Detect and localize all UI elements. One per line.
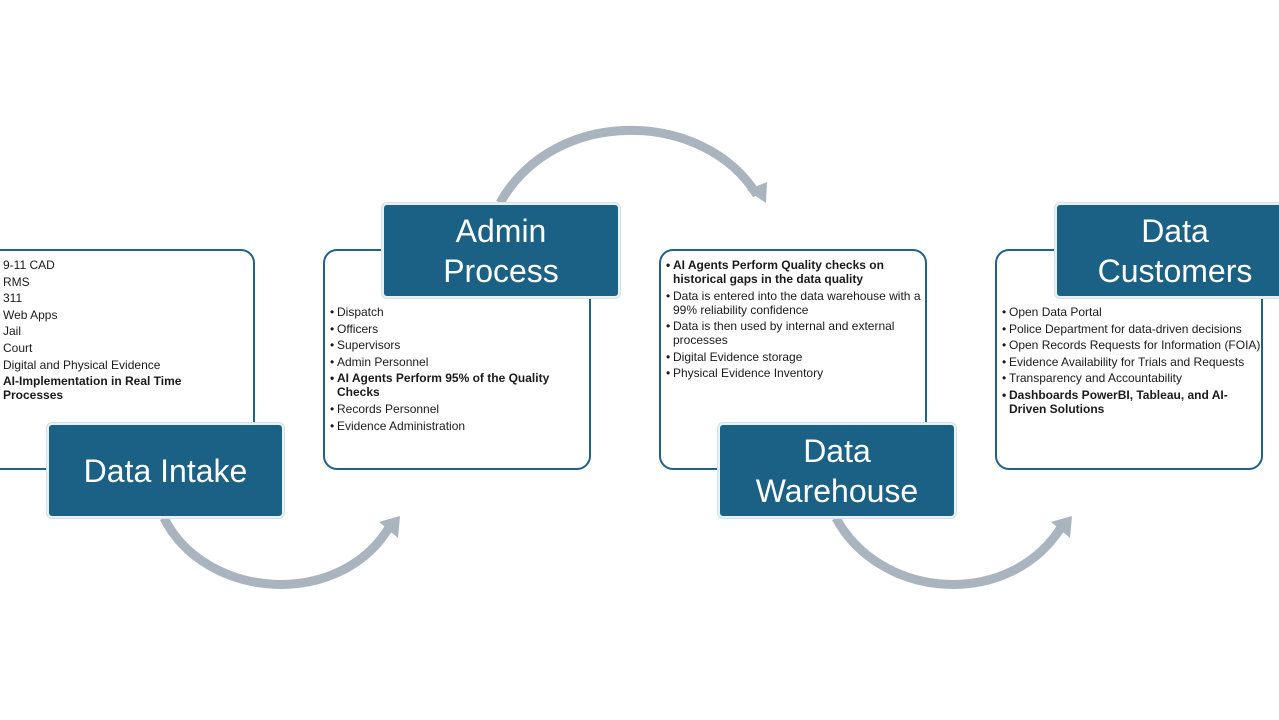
- list-item: 311: [3, 291, 23, 306]
- list-item: AI-Implementation in Real Time Processes: [3, 374, 182, 403]
- data-intake-list: 9-11 CAD RMS 311 Web Apps Jail Court Dig…: [3, 258, 233, 405]
- list-item: Evidence Administration: [330, 419, 581, 433]
- title-line: Data: [803, 432, 871, 469]
- arrow-intake-to-admin: [159, 515, 394, 589]
- data-customers-title: Data Customers: [1055, 203, 1279, 298]
- list-item: Evidence Availability for Trials and Req…: [1002, 355, 1261, 369]
- list-item: 9-11 CAD: [3, 258, 55, 272]
- list-item: Supervisors: [330, 338, 581, 352]
- data-warehouse-list: AI Agents Perform Quality checks on hist…: [666, 258, 922, 383]
- data-warehouse-title: Data Warehouse: [718, 423, 956, 518]
- arrowhead-intake-to-admin: [379, 516, 400, 538]
- admin-process-title: Admin Process: [382, 203, 620, 298]
- list-item: Police Department for data-driven decisi…: [1002, 322, 1261, 336]
- list-item: Transparency and Accountability: [1002, 371, 1261, 385]
- list-item: Admin Personnel: [330, 355, 581, 369]
- list-item: Records Personnel: [330, 402, 581, 416]
- list-item: Court: [3, 340, 33, 355]
- arrow-warehouse-to-customers: [832, 515, 1066, 589]
- title-line: Process: [443, 252, 559, 289]
- list-item: Web Apps: [3, 307, 58, 322]
- title-line: Warehouse: [755, 472, 919, 509]
- list-item: Dispatch: [330, 305, 581, 319]
- list-item: Data is entered into the data warehouse …: [666, 289, 922, 317]
- title-line: Data: [1141, 212, 1209, 249]
- list-item: AI Agents Perform 95% of the Quality Che…: [330, 371, 581, 399]
- list-item: Officers: [330, 322, 581, 336]
- list-item: Digital Evidence storage: [666, 350, 922, 364]
- list-item: Jail: [3, 324, 22, 339]
- title-line: Admin: [455, 212, 547, 249]
- list-item: Data is then used by internal and extern…: [666, 319, 922, 347]
- arrowhead-admin-to-warehouse: [747, 182, 767, 203]
- title-line: Data Intake: [83, 452, 248, 489]
- data-customers-list: Open Data Portal Police Department for d…: [1002, 305, 1261, 419]
- title-line: Customers: [1097, 252, 1253, 289]
- list-item: AI Agents Perform Quality checks on hist…: [666, 258, 922, 286]
- list-item: Dashboards PowerBI, Tableau, and AI-Driv…: [1002, 388, 1261, 416]
- admin-process-list: Dispatch Officers Supervisors Admin Pers…: [330, 305, 581, 435]
- list-item: RMS: [3, 274, 30, 289]
- data-intake-title: Data Intake: [47, 423, 284, 518]
- arrowhead-warehouse-to-customers: [1051, 516, 1072, 538]
- list-item: Open Records Requests for Information (F…: [1002, 338, 1261, 352]
- arrow-admin-to-warehouse: [496, 125, 761, 206]
- list-item: Physical Evidence Inventory: [666, 366, 922, 380]
- list-item: Open Data Portal: [1002, 305, 1261, 319]
- list-item: Digital and Physical Evidence: [3, 357, 161, 372]
